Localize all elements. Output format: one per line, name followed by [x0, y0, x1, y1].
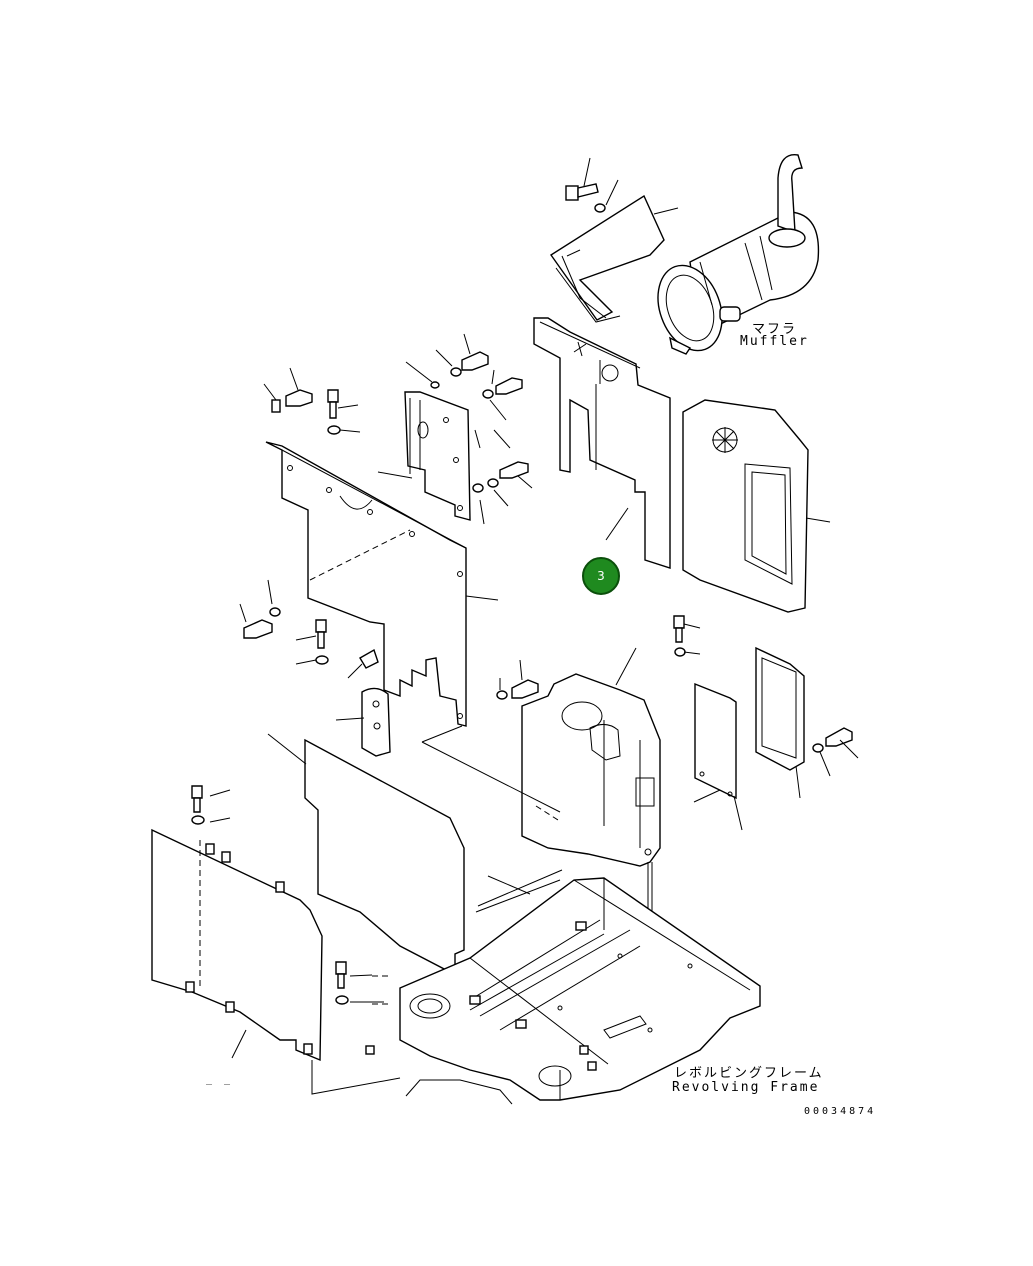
rear-insulation-panel: [533, 317, 671, 569]
muffler: [657, 154, 820, 355]
muffler-bolt: [565, 183, 606, 213]
muffler-label-jp: マフラ: [752, 322, 798, 337]
revolving-frame: [365, 869, 761, 1105]
lower-center-panel: [304, 738, 465, 973]
access-panel: [694, 682, 737, 800]
bolt-icon: [191, 785, 349, 1005]
dash-mark: _ _: [206, 1074, 234, 1085]
frame-panel: [755, 646, 805, 771]
front-side-cover: [151, 828, 323, 1062]
side-cover-lower-left: [361, 687, 391, 757]
frame-label-jp: レボルビングフレーム: [674, 1066, 824, 1081]
upper-left-panel: [265, 441, 467, 727]
mount-bracket-upper: [404, 391, 471, 521]
drawing-number: 00034874: [804, 1106, 877, 1117]
lower-right-cover: [521, 673, 661, 867]
side-insulation-panel: [682, 399, 809, 613]
muffler-bracket: [550, 194, 665, 323]
bolt-icon: [243, 351, 539, 700]
muffler-label-en: Muffler: [740, 334, 809, 349]
frame-label-en: Revolving Frame: [672, 1080, 820, 1095]
callout-3-button[interactable]: 3: [582, 557, 620, 595]
clip: [359, 648, 379, 669]
bolt-icon: [673, 615, 853, 753]
